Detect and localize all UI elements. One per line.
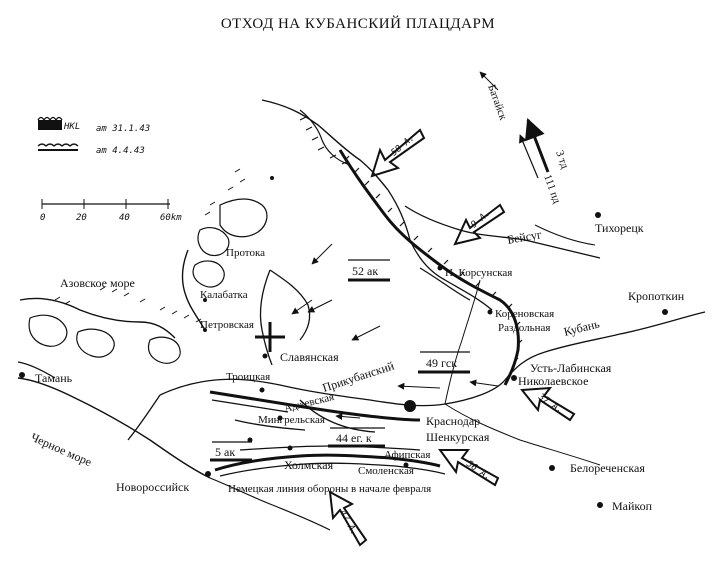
label-kalabatka: Калабатка xyxy=(200,289,248,301)
unit-49gsk: 49 гск xyxy=(426,356,457,370)
legend-line1-box: HKL xyxy=(63,122,80,132)
scale-tick-60: 60km xyxy=(160,213,182,223)
label-shenkurskaya: Шенкурская xyxy=(426,430,490,444)
withdrawal-arrows xyxy=(291,243,499,421)
army-56a: 56 А. xyxy=(464,459,492,482)
unit-52ak: 52 ак xyxy=(352,264,378,278)
legend-line2-date: am 4.4.43 xyxy=(96,146,145,156)
label-nikolaevskoe: Николаевское xyxy=(518,374,588,388)
label-azov-sea: Азовское море xyxy=(60,276,135,290)
label-razdolnaya: Раздольная xyxy=(498,322,550,334)
label-black-sea: Черное море xyxy=(29,430,94,469)
label-petrovskaya: Петровская xyxy=(200,319,254,331)
label-afipskaya: Афипская xyxy=(384,449,430,461)
scale-tick-20: 20 xyxy=(76,213,87,223)
legend-line1-date: am 31.1.43 xyxy=(96,124,150,134)
water-labels: Азовское море Черное море Кубань Бейсуг … xyxy=(29,227,602,469)
label-maykop: Майкоп xyxy=(612,499,653,513)
label-tikhoretsk: Тихорецк xyxy=(595,221,644,235)
scale-tick-40: 40 xyxy=(119,213,130,223)
label-ust-labinskaya: Усть-Лабинская xyxy=(530,361,612,375)
unit-111pd: 111 пд xyxy=(541,173,563,206)
town-markers xyxy=(19,176,668,508)
label-smolenskaya: Смоленская xyxy=(358,465,414,477)
label-bataysk: Батайск xyxy=(485,83,509,122)
label-taman: Тамань xyxy=(35,371,73,385)
swamp-hatching xyxy=(54,116,349,323)
unit-3td: 3 тд xyxy=(553,149,571,171)
legend: HKL am 31.1.43 am 4.4.43 0 20 40 60km xyxy=(37,116,182,223)
label-novorossiysk: Новороссийск xyxy=(116,480,189,494)
front-lines xyxy=(209,149,523,477)
label-defense-line: Немецкая линия обороны в начале февраля xyxy=(228,483,431,495)
german-unit-labels: 52 ак 49 гск 44 ег. к 5 ак 3 тд 111 пд xyxy=(215,149,571,459)
railways xyxy=(444,224,601,466)
label-n-korsunskaya: Н. Корсунская xyxy=(445,267,512,279)
label-kuban: Кубань xyxy=(562,316,601,338)
scale-bar: 0 20 40 60km xyxy=(40,199,182,223)
label-protoka: Протока xyxy=(226,247,265,259)
label-krasnodar: Краснодар xyxy=(426,414,480,428)
coastline xyxy=(17,99,389,531)
label-troitskaya: Троицкая xyxy=(226,371,270,383)
unit-44egk: 44 ег. к xyxy=(336,431,372,445)
label-korenovskaya: Кореновская xyxy=(495,308,554,320)
legend-line1-swatch xyxy=(38,120,62,130)
label-beysug: Бейсуг xyxy=(506,227,543,247)
unit-5ak: 5 ак xyxy=(215,445,235,459)
soviet-army-arrows xyxy=(328,71,576,547)
label-kholmskaya: Холмская xyxy=(284,458,334,472)
label-kropotkin: Кропоткин xyxy=(628,289,685,303)
german-unit-bars xyxy=(210,259,470,462)
label-mingrelskaya: Мингрельская xyxy=(258,414,325,426)
cross-marker xyxy=(255,322,285,352)
label-slavyanskaya: Славянская xyxy=(280,350,339,364)
scale-tick-0: 0 xyxy=(40,213,45,223)
army-47a: 47 А. xyxy=(337,509,359,538)
map-title: ОТХОД НА КУБАНСКИЙ ПЛАЦДАРМ xyxy=(221,15,495,32)
label-belorechenskaya: Белореченская xyxy=(570,461,645,475)
